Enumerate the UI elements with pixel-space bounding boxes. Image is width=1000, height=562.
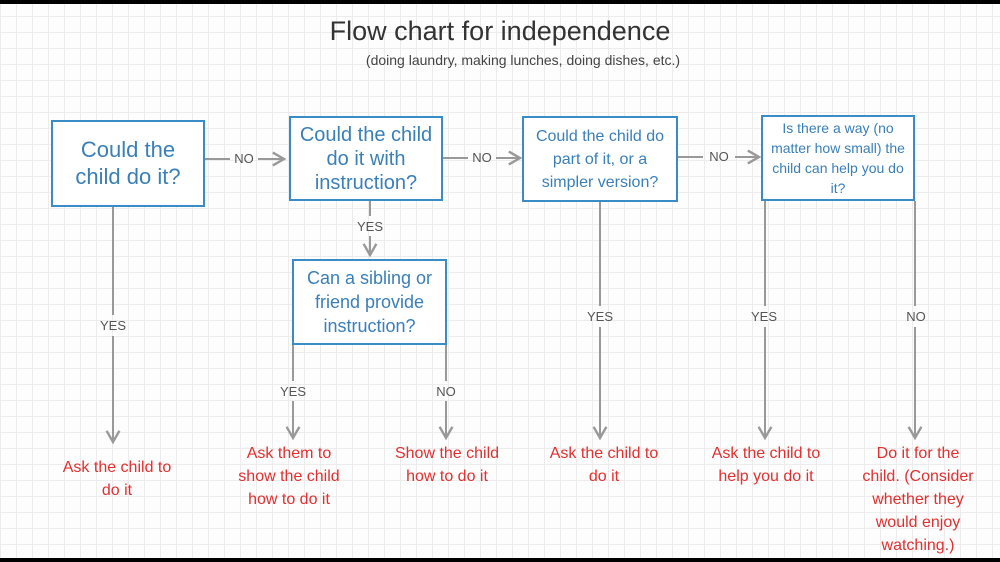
decision-box-help-you: Is there a way (no matter how small) the… bbox=[761, 115, 915, 201]
outcome-ask-them-to-show: Ask them to show the child how to do it bbox=[238, 445, 340, 508]
label-yes: YES bbox=[279, 384, 307, 399]
outcome-show-child: Show the child how to do it bbox=[394, 445, 500, 485]
chart-subtitle: (doing laundry, making lunches, doing di… bbox=[365, 52, 681, 68]
label-no: NO bbox=[436, 384, 456, 399]
outcome-ask-child-to-do-it-2: Ask the child to do it bbox=[549, 445, 659, 485]
decision-text: Is there a way (no matter how small) the… bbox=[771, 120, 905, 196]
label-yes: YES bbox=[99, 318, 127, 333]
label-yes: YES bbox=[356, 219, 384, 234]
top-border bbox=[0, 0, 1000, 4]
outcome-ask-child-to-do-it: Ask the child to do it bbox=[62, 459, 172, 499]
decision-box-sibling-or-friend: Can a sibling or friend provide instruct… bbox=[292, 259, 447, 345]
decision-text: Can a sibling or friend provide instruct… bbox=[306, 268, 433, 336]
label-no: NO bbox=[472, 150, 492, 165]
decision-text: Could the child do part of it, or a simp… bbox=[535, 127, 665, 191]
decision-text: Could the child do it with instruction? bbox=[299, 123, 433, 194]
label-no: NO bbox=[906, 309, 926, 324]
label-no: NO bbox=[234, 151, 254, 166]
decision-box-could-child-do-it: Could the child do it? bbox=[51, 120, 205, 207]
decision-box-with-instruction: Could the child do it with instruction? bbox=[289, 116, 443, 201]
outcome-ask-child-to-help: Ask the child to help you do it bbox=[711, 445, 821, 485]
decision-box-part-of-it: Could the child do part of it, or a simp… bbox=[522, 116, 678, 202]
label-yes: YES bbox=[750, 309, 778, 324]
outcome-do-it-for-child: Do it for the child. (Consider whether t… bbox=[862, 445, 974, 554]
decision-text: Could the child do it? bbox=[75, 137, 181, 189]
label-no: NO bbox=[709, 149, 729, 164]
bottom-border bbox=[0, 558, 1000, 562]
label-yes: YES bbox=[586, 309, 614, 324]
chart-title: Flow chart for independence bbox=[329, 16, 671, 46]
